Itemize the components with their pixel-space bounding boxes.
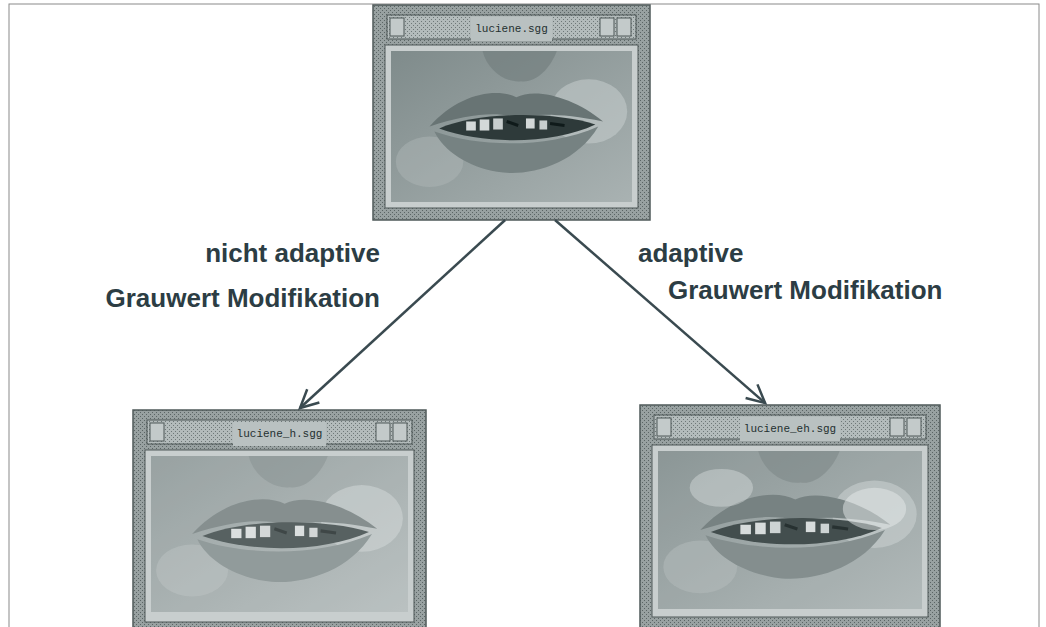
window-title-bar: luciene_h.sgg	[133, 420, 426, 444]
page-frame	[9, 4, 1039, 627]
window-original	[373, 5, 650, 220]
edge-label: adaptive Grauwert Modifikation	[638, 235, 953, 309]
window-non-adaptive	[133, 410, 426, 627]
window-title-bar: luciene.sgg	[373, 15, 650, 39]
window-title: luciene.sgg	[471, 17, 552, 41]
mouth-image	[658, 451, 922, 609]
edge-label: nicht adaptive Grauwert Modifikation	[95, 231, 380, 321]
window-title-bar: luciene_eh.sgg	[640, 415, 940, 439]
window-title: luciene_eh.sgg	[740, 417, 840, 441]
window-title: luciene_h.sgg	[233, 422, 327, 446]
image-window: luciene_h.sgg	[133, 410, 426, 627]
window-adaptive	[640, 405, 940, 627]
mouth-image	[391, 51, 632, 202]
image-window: luciene_eh.sgg	[640, 405, 940, 627]
image-window: luciene.sgg	[373, 5, 650, 220]
mouth-image	[151, 456, 408, 612]
